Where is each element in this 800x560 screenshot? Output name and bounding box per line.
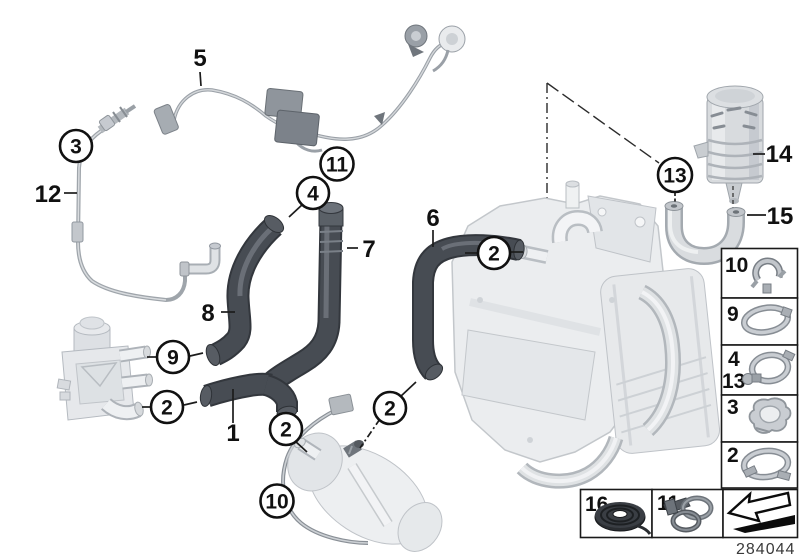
dash-line-diagonal (546, 82, 660, 164)
callout-circle-10[interactable]: 10 (259, 483, 295, 519)
callout-circle-2-heater[interactable]: 2 (476, 235, 512, 271)
callout-circle-3[interactable]: 3 (58, 128, 94, 164)
callout-5[interactable]: 5 (193, 45, 206, 72)
pipe-sleeve (71, 221, 84, 243)
legend-label-10[interactable]: 10 (725, 254, 748, 277)
auxiliary-water-pump (281, 393, 443, 552)
svg-text:9[interactable]: 9 (167, 347, 179, 370)
svg-text:2[interactable]: 2 (280, 419, 292, 442)
silencer-tab (693, 141, 709, 159)
pump-connector (328, 393, 354, 416)
callout-6[interactable]: 6 (426, 205, 439, 232)
sealing-tape-icon (594, 502, 652, 535)
svg-text:8[interactable]: 8 (201, 300, 214, 327)
svg-text:11[interactable]: 11 (326, 154, 349, 177)
svg-text:15[interactable]: 15 (767, 203, 794, 230)
vent-nipple (565, 183, 580, 209)
cable-clip-icon (748, 397, 792, 434)
cable-clip (374, 112, 385, 125)
hose-clamp-icon (740, 304, 793, 336)
spring-band-clamp-icon (740, 447, 792, 482)
silencer-nipple (725, 182, 743, 201)
svg-text:2[interactable]: 2 (488, 243, 500, 266)
callout-1[interactable]: 1 (226, 420, 239, 447)
legend-label-4[interactable]: 4 (728, 348, 740, 371)
callouts: 5 12 8 7 6 1 14 15 3 11 4 2 13 9 2 2 2 1… (35, 45, 794, 519)
pump-strap (348, 463, 392, 527)
coolant-elbow-fitting (554, 212, 601, 243)
hose8-upper-end (263, 215, 285, 233)
callout-circle-2-valve[interactable]: 2 (149, 389, 185, 425)
pump-inlet-port (298, 440, 321, 459)
svg-text:3[interactable]: 3 (70, 136, 82, 159)
callout-8[interactable]: 8 (201, 300, 214, 327)
legend-label-3[interactable]: 3 (727, 396, 739, 419)
legend-table: 10 9 4 13 3 2 (720, 247, 799, 489)
construction-lines (546, 82, 660, 218)
fuel-pipe (75, 129, 187, 303)
hose-elbow-branch (263, 376, 296, 412)
valve-actuator (79, 316, 105, 330)
svg-text:12[interactable]: 12 (35, 181, 62, 208)
svg-text:6[interactable]: 6 (426, 205, 439, 232)
svg-text:4[interactable]: 4 (307, 183, 319, 206)
double-clamp-icon (663, 495, 714, 533)
svg-text:14[interactable]: 14 (766, 141, 793, 168)
wiring-harness-part5 (153, 24, 466, 153)
hose-part1 (203, 374, 273, 406)
hose8-lower-end (205, 343, 221, 367)
callout-15[interactable]: 15 (767, 203, 794, 230)
callout-circle-13[interactable]: 13 (656, 156, 694, 194)
drawing-number: 284044 (736, 541, 795, 558)
direction-arrow-icon (726, 490, 795, 533)
callout-circle-2-hose6[interactable]: 2 (372, 390, 408, 426)
svg-text:7[interactable]: 7 (362, 236, 375, 263)
pipe-clamp-icon (750, 257, 787, 294)
callout-circle-4[interactable]: 4 (295, 175, 331, 211)
svg-text:13[interactable]: 13 (663, 165, 686, 188)
callout-14[interactable]: 14 (766, 141, 793, 168)
valve-port-top (119, 347, 147, 361)
hose6-lower-end (424, 363, 444, 381)
hose1-end (199, 385, 213, 407)
callout-7[interactable]: 7 (362, 236, 375, 263)
u-hose-part15 (664, 201, 746, 266)
harness-connector (153, 104, 179, 135)
changeover-valve (56, 316, 153, 421)
svg-text:1[interactable]: 1 (226, 420, 239, 447)
svg-text:2[interactable]: 2 (384, 398, 396, 421)
relay-block-lower (274, 109, 320, 147)
callout-circle-11[interactable]: 11 (319, 146, 355, 182)
leader-lines (64, 71, 766, 453)
svg-text:10[interactable]: 10 (265, 491, 288, 514)
fitting-nut (98, 114, 116, 132)
screw-clamp-icon (742, 349, 796, 385)
callout-circle-2-pump-inlet[interactable]: 2 (268, 411, 304, 447)
legend-bottom-strip: 16 11 (579, 488, 799, 539)
valve-port-middle (121, 375, 149, 388)
hose-part7 (262, 217, 341, 392)
legend-label-2[interactable]: 2 (727, 444, 739, 467)
legend-label-13[interactable]: 13 (722, 370, 745, 393)
heater-bracket-plate (461, 329, 596, 421)
callout-12[interactable]: 12 (35, 181, 62, 208)
callout-circle-9[interactable]: 9 (155, 339, 191, 375)
svg-text:5[interactable]: 5 (193, 45, 206, 72)
svg-text:2[interactable]: 2 (161, 397, 173, 420)
u-hose-body (667, 207, 743, 263)
intake-silencer-part14 (693, 85, 764, 210)
fuel-line-part12 (71, 104, 221, 303)
legend-label-9[interactable]: 9 (727, 303, 739, 326)
